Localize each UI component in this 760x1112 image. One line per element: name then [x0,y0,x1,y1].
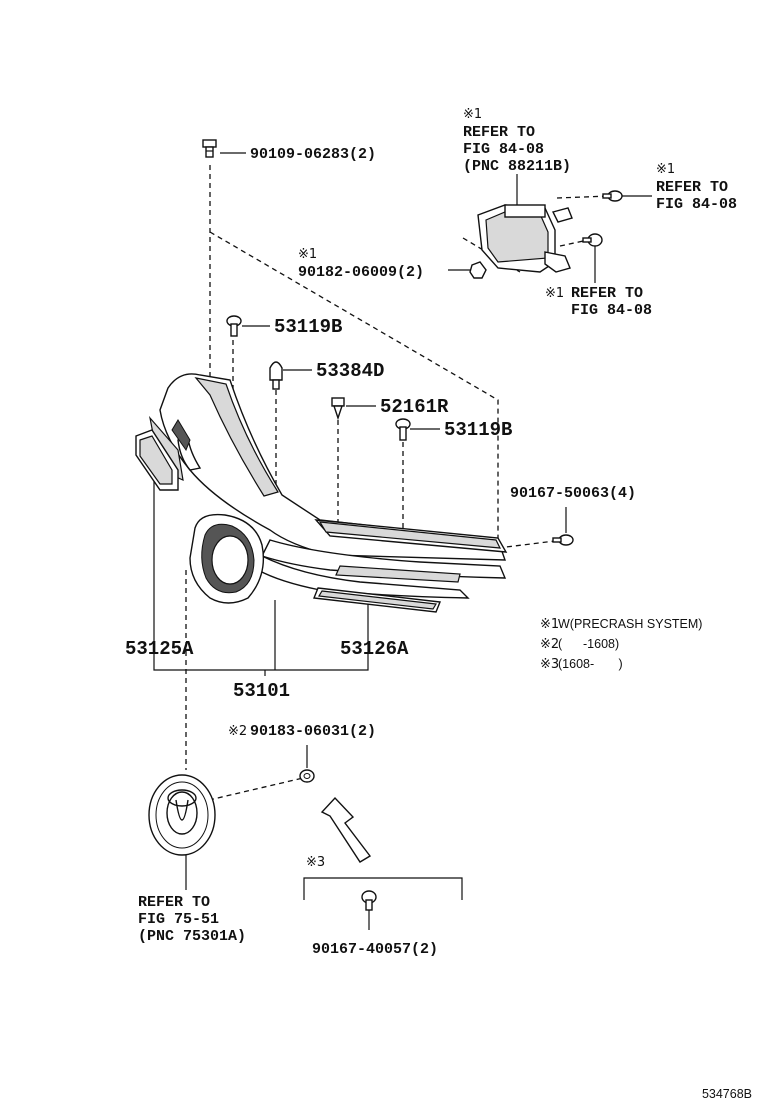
ref-sensor-line3[interactable]: (PNC 88211B) [463,158,571,175]
part-53125a[interactable] [135,429,179,491]
legend: ※1 W(PRECRASH SYSTEM) ※2 ( -1608) ※3 (16… [540,617,702,672]
ref-bolt-line1[interactable]: REFER TO [656,179,728,196]
label-53125a[interactable]: 53125A [125,638,194,660]
clip-53119b-top-icon[interactable] [226,315,242,337]
diagram-id: 534768B [702,1087,752,1101]
label-53126a[interactable]: 53126A [340,638,409,660]
nut-90182-icon[interactable] [469,261,487,279]
toyota-emblem-icon[interactable] [148,774,216,856]
mark-3-screw: ※3 [306,855,325,870]
label-90183-06031[interactable]: 90183-06031(2) [250,723,376,740]
part-53126a[interactable] [313,587,441,613]
mark-2-90183: ※2 [228,724,247,739]
precrash-sensor[interactable] [477,204,573,273]
sensor-bolt-upper-icon[interactable] [602,190,623,202]
mark-1-90182: ※1 [298,247,317,262]
ref-sensor-line2[interactable]: FIG 84-08 [463,141,544,158]
screw-90167-50063-icon[interactable] [552,534,574,546]
clip-53119b-mid-icon[interactable] [395,418,411,441]
nut-90183-icon[interactable] [299,769,315,783]
legend-text-1: W(PRECRASH SYSTEM) [558,617,702,631]
screw-90167-40057-icon[interactable] [361,890,377,911]
sensor-bolt-lower-icon[interactable] [582,233,603,247]
mark-1-lower: ※1 [545,286,564,301]
ref-lower-line1[interactable]: REFER TO [571,285,643,302]
solid-leaders [153,152,652,930]
grille-top-rail [194,377,279,497]
ref-sensor-line1[interactable]: REFER TO [463,124,535,141]
label-53119b-top[interactable]: 53119B [274,316,342,338]
legend-text-3: (1608- ) [558,657,623,671]
bolt-90109-icon[interactable] [202,139,217,158]
ref-emblem-line1[interactable]: REFER TO [138,894,210,911]
ref-bolt-line2[interactable]: FIG 84-08 [656,196,737,213]
legend-mark-3: ※3 [540,657,559,672]
label-90109-06283[interactable]: 90109-06283(2) [250,146,376,163]
label-90167-50063[interactable]: 90167-50063(4) [510,485,636,502]
label-90182-06009[interactable]: 90182-06009(2) [298,264,424,281]
mark-1-sensor: ※1 [463,107,482,122]
mark-1-bolt: ※1 [656,162,675,177]
label-90167-40057[interactable]: 90167-40057(2) [312,941,438,958]
grille-lower-bar [257,554,470,599]
clip-52161r-icon[interactable] [331,397,345,421]
view-arrow-icon [320,796,372,863]
ref-emblem-line3[interactable]: (PNC 75301A) [138,928,246,945]
clip-53384d-icon[interactable] [269,361,283,390]
label-52161r[interactable]: 52161R [380,396,449,418]
label-53101[interactable]: 53101 [233,680,290,702]
ref-lower-line2[interactable]: FIG 84-08 [571,302,652,319]
ref-emblem-line2[interactable]: FIG 75-51 [138,911,219,928]
label-53119b-mid[interactable]: 53119B [444,419,512,441]
grille-assembly[interactable] [148,373,508,604]
legend-mark-2: ※2 [540,637,559,652]
legend-text-2: ( -1608) [558,637,619,651]
legend-mark-1: ※1 [540,617,559,632]
label-53384d[interactable]: 53384D [316,360,384,382]
